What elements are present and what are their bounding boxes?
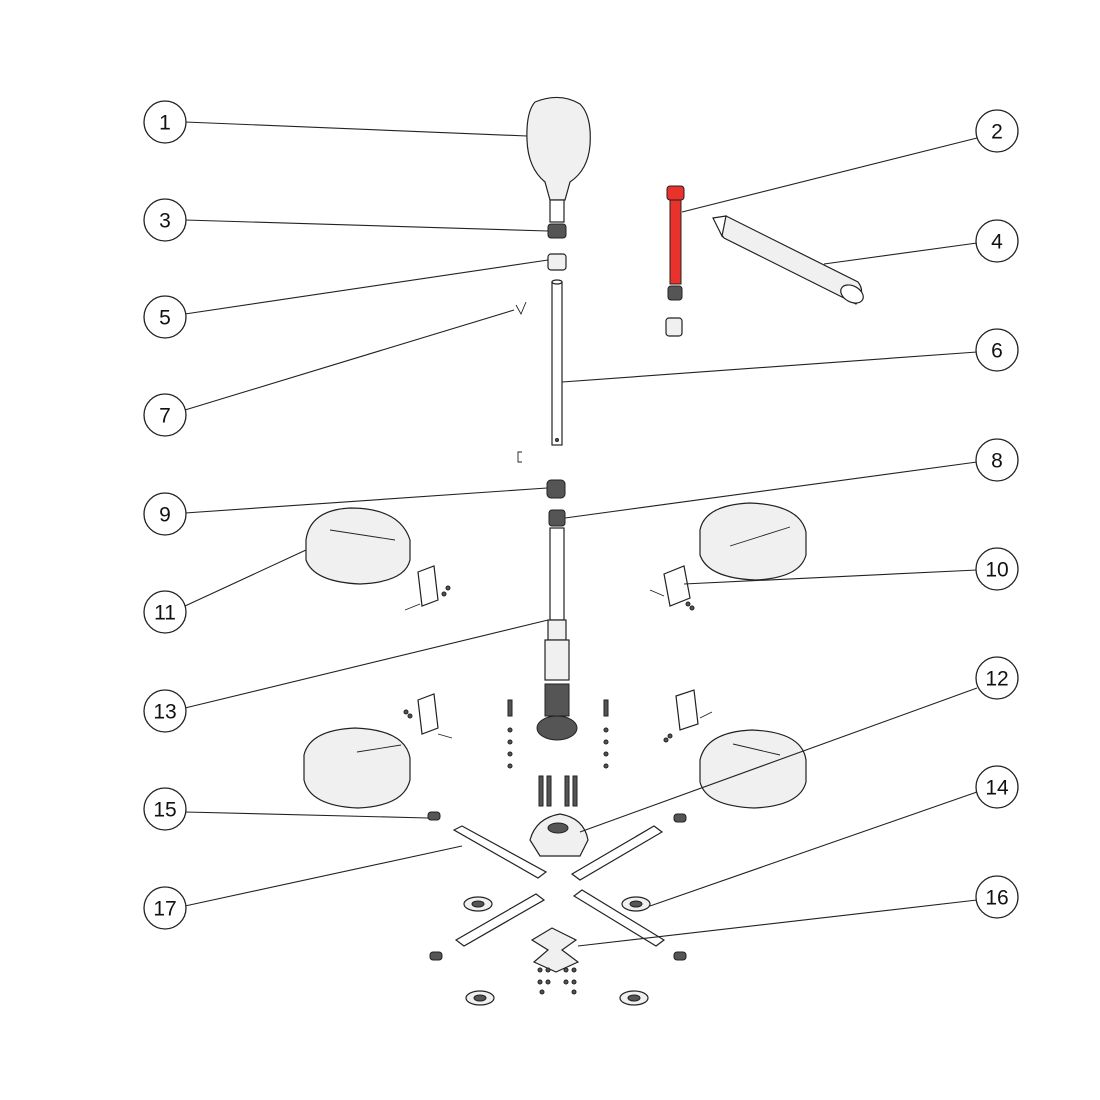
leader-11 bbox=[184, 549, 307, 607]
callout-16: 16 bbox=[975, 875, 1019, 919]
callout-1: 1 bbox=[143, 100, 187, 144]
bracket-left-lower bbox=[403, 693, 453, 739]
leader-16 bbox=[577, 899, 978, 947]
callout-label: 13 bbox=[153, 701, 176, 724]
part-12-hub-plate bbox=[529, 813, 589, 857]
callout-4: 4 bbox=[975, 219, 1019, 263]
callout-label: 12 bbox=[985, 668, 1008, 691]
leader-4 bbox=[823, 242, 978, 265]
leader-13 bbox=[184, 619, 549, 709]
part-1-handle-knob bbox=[526, 96, 591, 223]
bolt-column-right bbox=[603, 699, 609, 769]
part-7-clip bbox=[515, 301, 527, 316]
callout-17: 17 bbox=[143, 886, 187, 930]
callout-14: 14 bbox=[975, 765, 1019, 809]
callout-label: 3 bbox=[159, 210, 171, 233]
callout-label: 1 bbox=[159, 112, 171, 135]
part-3-adapter bbox=[547, 223, 567, 239]
callout-8: 8 bbox=[975, 438, 1019, 482]
part-10-bracket-right-upper bbox=[649, 565, 695, 611]
small-pin bbox=[517, 451, 522, 463]
leg-lower-left bbox=[454, 893, 546, 947]
leader-14 bbox=[649, 791, 978, 907]
part-5-bushing bbox=[547, 253, 567, 271]
end-cap-right bbox=[673, 813, 687, 823]
callout-label: 16 bbox=[985, 887, 1008, 910]
callout-label: 14 bbox=[985, 777, 1009, 800]
bolt-column-left bbox=[507, 699, 513, 769]
bracket-left-upper bbox=[404, 565, 451, 611]
callout-label: 17 bbox=[153, 898, 176, 921]
callout-5: 5 bbox=[143, 295, 187, 339]
callout-label: 7 bbox=[159, 405, 171, 428]
leader-2 bbox=[681, 137, 978, 213]
leader-9 bbox=[184, 487, 548, 514]
part-15-end-cap bbox=[427, 811, 441, 821]
callout-12: 12 bbox=[975, 656, 1019, 700]
callout-label: 15 bbox=[153, 799, 176, 822]
callout-10: 10 bbox=[975, 547, 1019, 591]
leader-6 bbox=[561, 351, 978, 383]
part-4-cylinder bbox=[712, 215, 864, 305]
leader-17 bbox=[184, 845, 463, 907]
bracket-right-lower bbox=[663, 689, 713, 743]
leader-5 bbox=[184, 259, 549, 315]
callout-label: 10 bbox=[985, 559, 1008, 582]
leg-lower-right bbox=[572, 889, 666, 947]
leader-lines bbox=[184, 121, 978, 947]
part-8-coupling bbox=[548, 509, 566, 527]
part-6-tube bbox=[551, 279, 563, 446]
glide-foot-lower-left bbox=[465, 990, 495, 1006]
screw-group-bottom bbox=[537, 967, 577, 995]
callout-label: 6 bbox=[991, 340, 1003, 363]
weight-top-right bbox=[699, 502, 807, 581]
callout-label: 8 bbox=[991, 450, 1003, 473]
callout-label: 11 bbox=[154, 602, 176, 625]
callout-11: 11 bbox=[143, 590, 187, 634]
callout-7: 7 bbox=[143, 393, 187, 437]
part-14-glide-foot bbox=[621, 896, 651, 912]
part-11-weight-top-left bbox=[305, 507, 411, 585]
leader-8 bbox=[564, 461, 978, 519]
end-cap-lower-left bbox=[429, 951, 443, 961]
end-cap-lower-right bbox=[673, 951, 687, 961]
callout-label: 2 bbox=[991, 121, 1003, 144]
part-13-column bbox=[536, 527, 578, 741]
callout-label: 5 bbox=[159, 307, 171, 330]
glide-foot-upper-left bbox=[463, 896, 493, 912]
weight-bottom-left bbox=[303, 727, 411, 809]
glide-foot-lower-right bbox=[619, 990, 649, 1006]
leg-upper-right bbox=[570, 825, 664, 881]
callout-15: 15 bbox=[143, 787, 187, 831]
part-9-bushing bbox=[546, 479, 566, 499]
callout-label: 4 bbox=[991, 231, 1003, 254]
callout-9: 9 bbox=[143, 492, 187, 536]
part-17-leg bbox=[452, 825, 548, 879]
callout-3: 3 bbox=[143, 198, 187, 242]
leader-15 bbox=[184, 811, 429, 819]
callout-label: 9 bbox=[159, 504, 171, 527]
callout-6: 6 bbox=[975, 328, 1019, 372]
part-2-highlighted-rod bbox=[665, 185, 685, 337]
callout-13: 13 bbox=[143, 689, 187, 733]
leader-7 bbox=[184, 309, 515, 411]
leader-12 bbox=[579, 687, 978, 833]
bolt-group-center bbox=[538, 775, 578, 807]
leader-3 bbox=[184, 219, 549, 232]
part-16-cross-plate bbox=[530, 927, 580, 973]
leader-1 bbox=[184, 121, 528, 137]
leader-10 bbox=[683, 569, 978, 585]
callout-2: 2 bbox=[975, 109, 1019, 153]
